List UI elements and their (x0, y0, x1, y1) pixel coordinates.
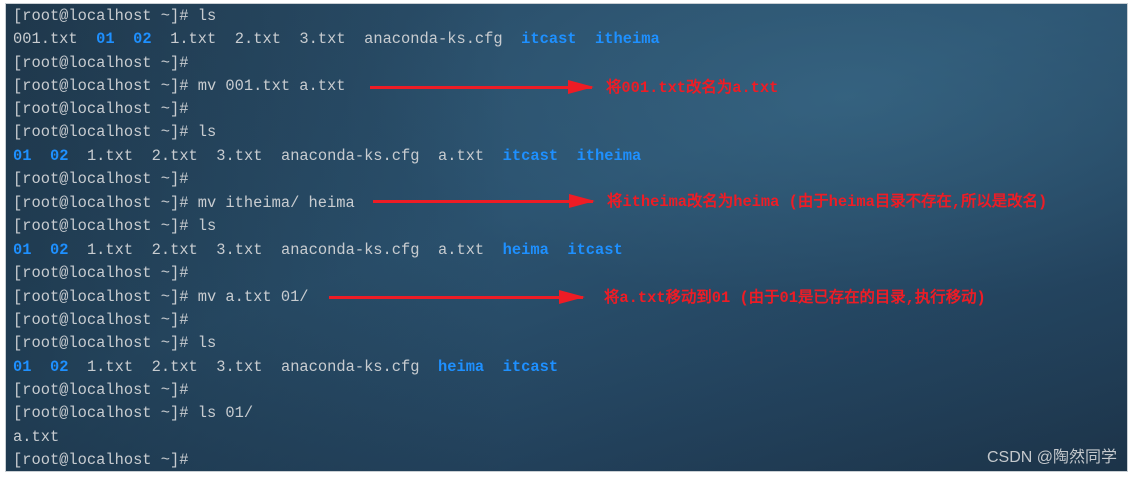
terminal-line-command: [root@localhost ~]# mv 001.txt a.txt (13, 77, 346, 95)
file-entry: a.txt (437, 241, 485, 259)
csdn-watermark: CSDN @陶然同学 (986, 449, 1117, 466)
terminal-line-output: a.txt (13, 428, 60, 446)
terminal-line-command: [root@localhost ~]# ls (13, 7, 217, 25)
terminal-line-command: [root@localhost ~]# (13, 264, 189, 282)
terminal-line-command: [root@localhost ~]# mv a.txt 01/ (13, 288, 309, 306)
file-entry: 3.txt (216, 241, 263, 259)
file-entry: anaconda-ks.cfg (364, 30, 503, 48)
file-entry: anaconda-ks.cfg (280, 358, 420, 376)
file-entry: a.txt (437, 147, 485, 165)
annotation-move-file: 将a.txt移动到01 (由于01是已存在的目录,执行移动) (604, 289, 986, 307)
terminal-window[interactable]: [root@localhost ~]# ls 001.txt 01 02 1.t… (5, 3, 1128, 472)
file-entry: 1.txt (86, 358, 134, 376)
file-entry: 001.txt (13, 30, 78, 48)
terminal-line-command: [root@localhost ~]# (13, 451, 189, 469)
file-entry: 3.txt (299, 30, 346, 48)
directory-entry: itheima (576, 147, 642, 165)
file-entry: 1.txt (86, 147, 134, 165)
file-entry: 2.txt (151, 147, 198, 165)
directory-entry: itcast (521, 30, 577, 48)
directory-entry: itheima (595, 30, 660, 48)
terminal-line-command: [root@localhost ~]# (13, 381, 189, 399)
directory-entry: heima (502, 241, 549, 259)
terminal-line-command: [root@localhost ~]# (13, 311, 189, 329)
file-entry: 1.txt (86, 241, 134, 259)
file-entry: 1.txt (170, 30, 217, 48)
terminal-line-command: [root@localhost ~]# (13, 170, 189, 188)
terminal-line-command: [root@localhost ~]# ls 01/ (13, 404, 254, 422)
file-entry: 2.txt (234, 30, 281, 48)
directory-entry: 01 (13, 358, 32, 376)
terminal-line-command: [root@localhost ~]# (13, 100, 189, 118)
directory-entry: 01 (96, 30, 115, 48)
file-entry: anaconda-ks.cfg (280, 241, 420, 259)
terminal-line-command: [root@localhost ~]# ls (13, 334, 217, 352)
file-entry: 3.txt (216, 147, 263, 165)
red-arrow-icon (370, 80, 594, 94)
directory-entry: itcast (502, 147, 559, 165)
terminal-line-ls-output: 001.txt 01 02 1.txt 2.txt 3.txt anaconda… (13, 29, 660, 49)
directory-entry: 02 (49, 147, 69, 165)
directory-entry: 02 (133, 30, 152, 48)
terminal-line-command: [root@localhost ~]# ls (13, 217, 217, 235)
directory-entry: 02 (49, 358, 69, 376)
directory-entry: itcast (502, 358, 559, 376)
file-entry: 2.txt (151, 358, 198, 376)
directory-entry: 01 (13, 147, 32, 165)
terminal-line-ls-output: 01 02 1.txt 2.txt 3.txt anaconda-ks.cfg … (13, 357, 558, 377)
file-entry: 3.txt (216, 358, 263, 376)
directory-entry: 01 (13, 241, 32, 259)
annotation-rename-dir: 将itheima改名为heima (由于heima目录不存在,所以是改名) (607, 193, 1048, 211)
terminal-line-ls-output: 01 02 1.txt 2.txt 3.txt anaconda-ks.cfg … (13, 146, 641, 166)
file-entry: anaconda-ks.cfg (280, 147, 420, 165)
directory-entry: 02 (49, 241, 69, 259)
directory-entry: heima (437, 358, 485, 376)
terminal-line-ls-output: 01 02 1.txt 2.txt 3.txt anaconda-ks.cfg … (13, 240, 623, 260)
directory-entry: itcast (567, 241, 623, 259)
terminal-line-command: [root@localhost ~]# (13, 54, 189, 72)
annotation-rename-file: 将001.txt改名为a.txt (606, 79, 779, 97)
red-arrow-icon (329, 290, 585, 304)
terminal-line-command: [root@localhost ~]# ls (13, 123, 217, 141)
file-entry: 2.txt (151, 241, 198, 259)
red-arrow-icon (373, 194, 595, 208)
terminal-line-command: [root@localhost ~]# mv itheima/ heima (13, 194, 355, 212)
